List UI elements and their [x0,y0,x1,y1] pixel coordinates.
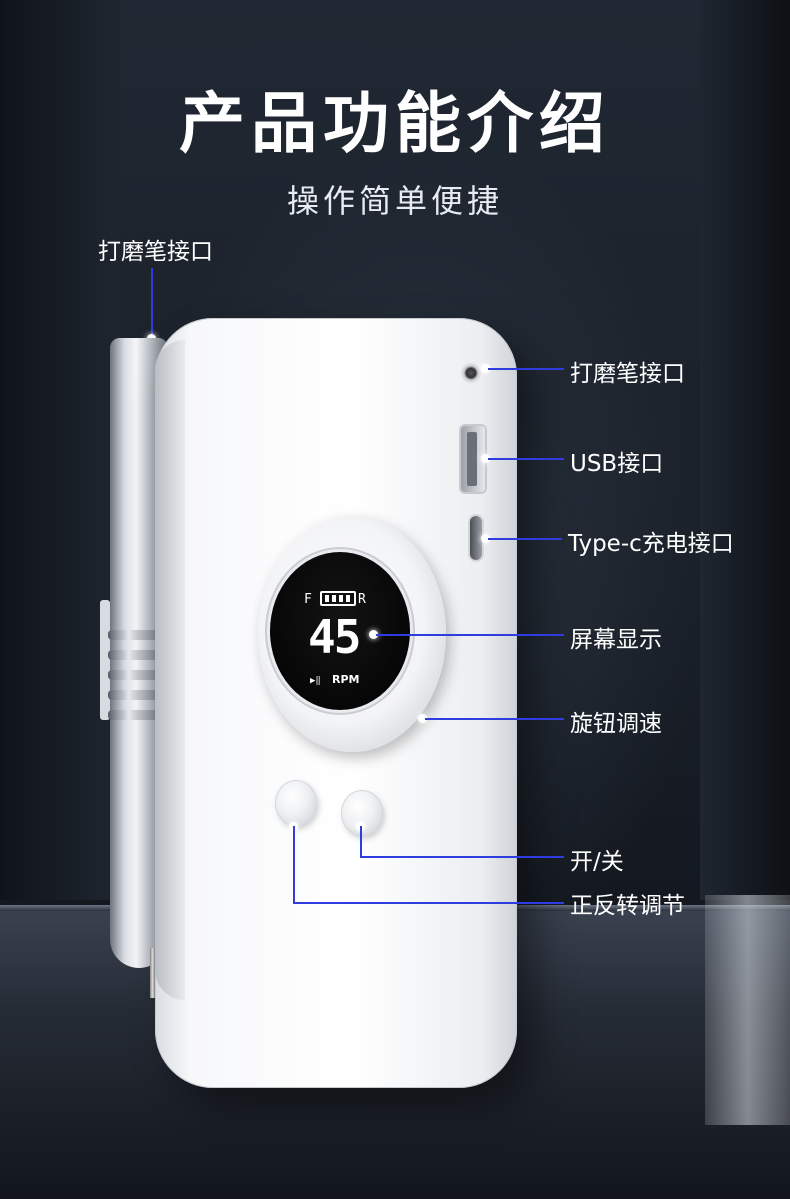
pen-tip [150,948,155,998]
pen-port [460,362,482,384]
speed-readout: 45 [308,610,361,664]
callout-line-direction [293,902,564,904]
wall-panel-right [700,0,790,900]
forward-indicator: F [304,592,312,607]
callout-line-knob [425,718,564,720]
label-pen-port-top: 打磨笔接口 [98,239,213,265]
callout-line-usb [488,458,564,460]
label-power: 开/关 [570,849,624,875]
label-knob: 旋钮调速 [570,711,662,737]
label-usb-port: USB接口 [570,451,664,477]
label-pen-port: 打磨笔接口 [570,361,685,387]
display-screen: F R 45 ▶‖ RPM [270,552,410,710]
pen-grip-ring [108,670,170,680]
glass-decoration [705,895,790,1125]
label-screen: 屏幕显示 [570,627,662,653]
callout-line-power-vertical [360,826,362,858]
callout-line-direction-vertical [293,826,295,904]
callout-line-pen-port [488,368,564,370]
wall-panel-left [0,0,120,900]
callout-line-top [151,268,153,338]
label-direction: 正反转调节 [570,893,685,919]
speed-unit: RPM [332,673,360,686]
page-title: 产品功能介绍 [179,85,611,162]
pen-grip-ring [108,630,170,640]
pen-grip-ring [108,650,170,660]
reverse-indicator: R [358,592,366,607]
label-typec-port: Type-c充电接口 [568,531,734,557]
callout-dot-typec [481,534,490,543]
direction-button[interactable] [275,780,317,826]
pen-grip-ring [108,710,170,720]
callout-line-typec [488,538,562,540]
callout-dot-knob [418,714,427,723]
battery-icon [320,591,356,606]
callout-line-screen [376,634,564,636]
callout-dot-pen-port [481,364,490,373]
device-side [155,340,185,1000]
pen-holder-clip [100,600,110,720]
callout-line-power [360,856,564,858]
callout-dot-usb [481,454,490,463]
play-pause-icon: ▶‖ [310,676,321,686]
callout-dot-screen [369,630,378,639]
page-subtitle: 操作简单便捷 [286,182,503,220]
pen-grip-ring [108,690,170,700]
typec-port [470,516,482,560]
